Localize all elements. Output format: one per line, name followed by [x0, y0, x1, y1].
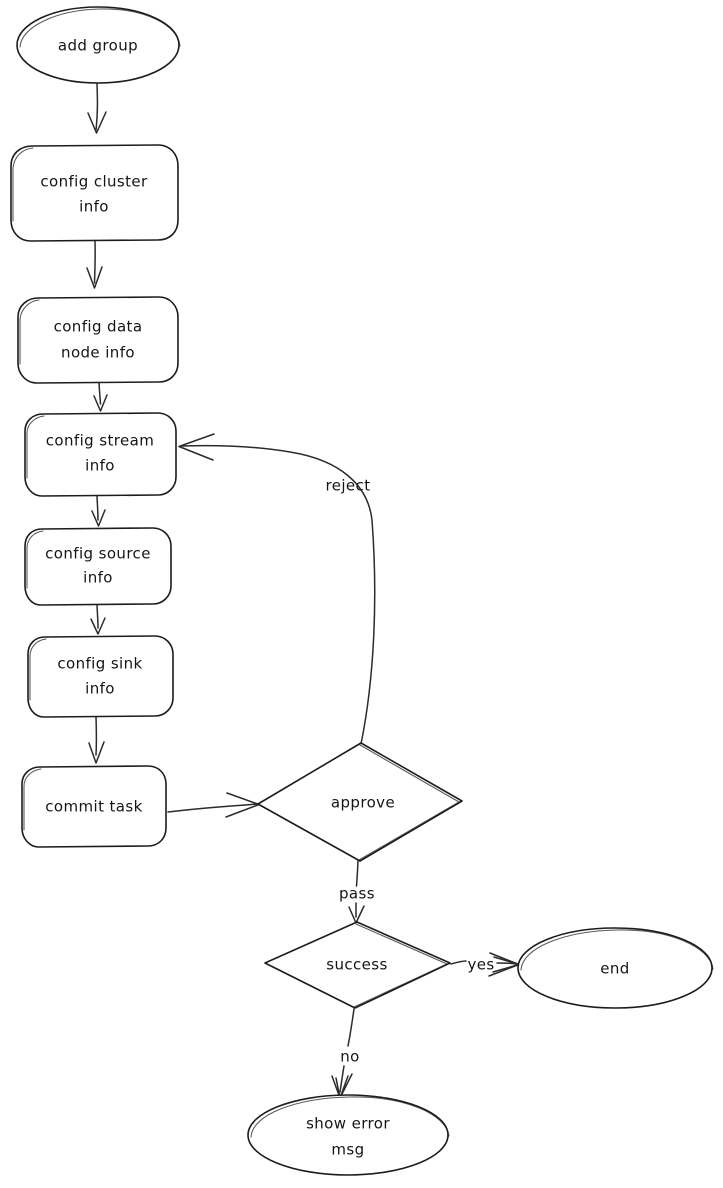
node-label-config-data-node-info-line2: node info	[61, 344, 135, 362]
node-label-show-error-msg-line1: show error	[306, 1115, 390, 1133]
node-label-config-cluster-info-line2: info	[79, 198, 109, 216]
edge-config-data-node-to-config-stream	[93, 382, 108, 412]
edge-config-source-to-config-sink	[90, 604, 106, 635]
node-label-config-cluster-info-line1: config cluster	[40, 173, 148, 191]
node-label-config-data-node-info-line1: config data	[54, 318, 143, 336]
node-label-config-stream-info-line1: config stream	[46, 432, 154, 450]
node-config-stream-info[interactable]: config stream info	[24, 412, 177, 497]
edge-config-sink-to-commit-task	[88, 716, 105, 764]
node-label-config-sink-info-line1: config sink	[57, 655, 142, 673]
node-label-config-sink-info-line2: info	[85, 680, 115, 698]
node-label-end: end	[600, 960, 629, 978]
node-config-data-node-info[interactable]: config data node info	[17, 296, 179, 384]
node-label-commit-task: commit task	[45, 798, 142, 816]
node-label-config-stream-info-line2: info	[85, 457, 115, 475]
node-config-source-info[interactable]: config source info	[24, 527, 172, 606]
node-show-error-msg[interactable]: show error msg	[247, 1094, 450, 1176]
node-config-sink-info[interactable]: config sink info	[27, 635, 174, 718]
edge-config-cluster-to-config-data-node	[86, 240, 103, 289]
node-label-success: success	[326, 956, 387, 974]
node-label-config-source-info-line2: info	[83, 569, 113, 587]
edge-label-yes: yes	[467, 956, 494, 974]
node-success[interactable]: success	[264, 921, 451, 1009]
node-label-approve: approve	[331, 794, 395, 812]
node-add-group[interactable]: add group	[16, 6, 181, 84]
edge-add-group-to-config-cluster	[87, 83, 107, 134]
edge-label-reject: reject	[326, 477, 371, 495]
edge-label-no: no	[340, 1048, 359, 1066]
edge-commit-task-to-approve	[167, 792, 260, 818]
edge-approve-to-success-pass: pass	[339, 860, 375, 924]
node-commit-task[interactable]: commit task	[21, 765, 167, 848]
node-label-config-source-info-line1: config source	[45, 545, 151, 563]
edge-label-pass: pass	[339, 885, 375, 903]
edge-approve-to-config-stream-reject: reject	[178, 433, 376, 745]
node-config-cluster-info[interactable]: config cluster info	[10, 144, 179, 242]
edge-config-stream-to-config-source	[91, 495, 106, 527]
node-end[interactable]: end	[517, 927, 714, 1009]
edge-success-to-show-error-msg-no: no	[331, 1008, 359, 1099]
node-approve[interactable]: approve	[257, 742, 463, 862]
node-label-add-group: add group	[58, 37, 138, 55]
node-label-show-error-msg-line2: msg	[331, 1141, 364, 1159]
edge-success-to-end-yes: yes	[450, 952, 520, 977]
